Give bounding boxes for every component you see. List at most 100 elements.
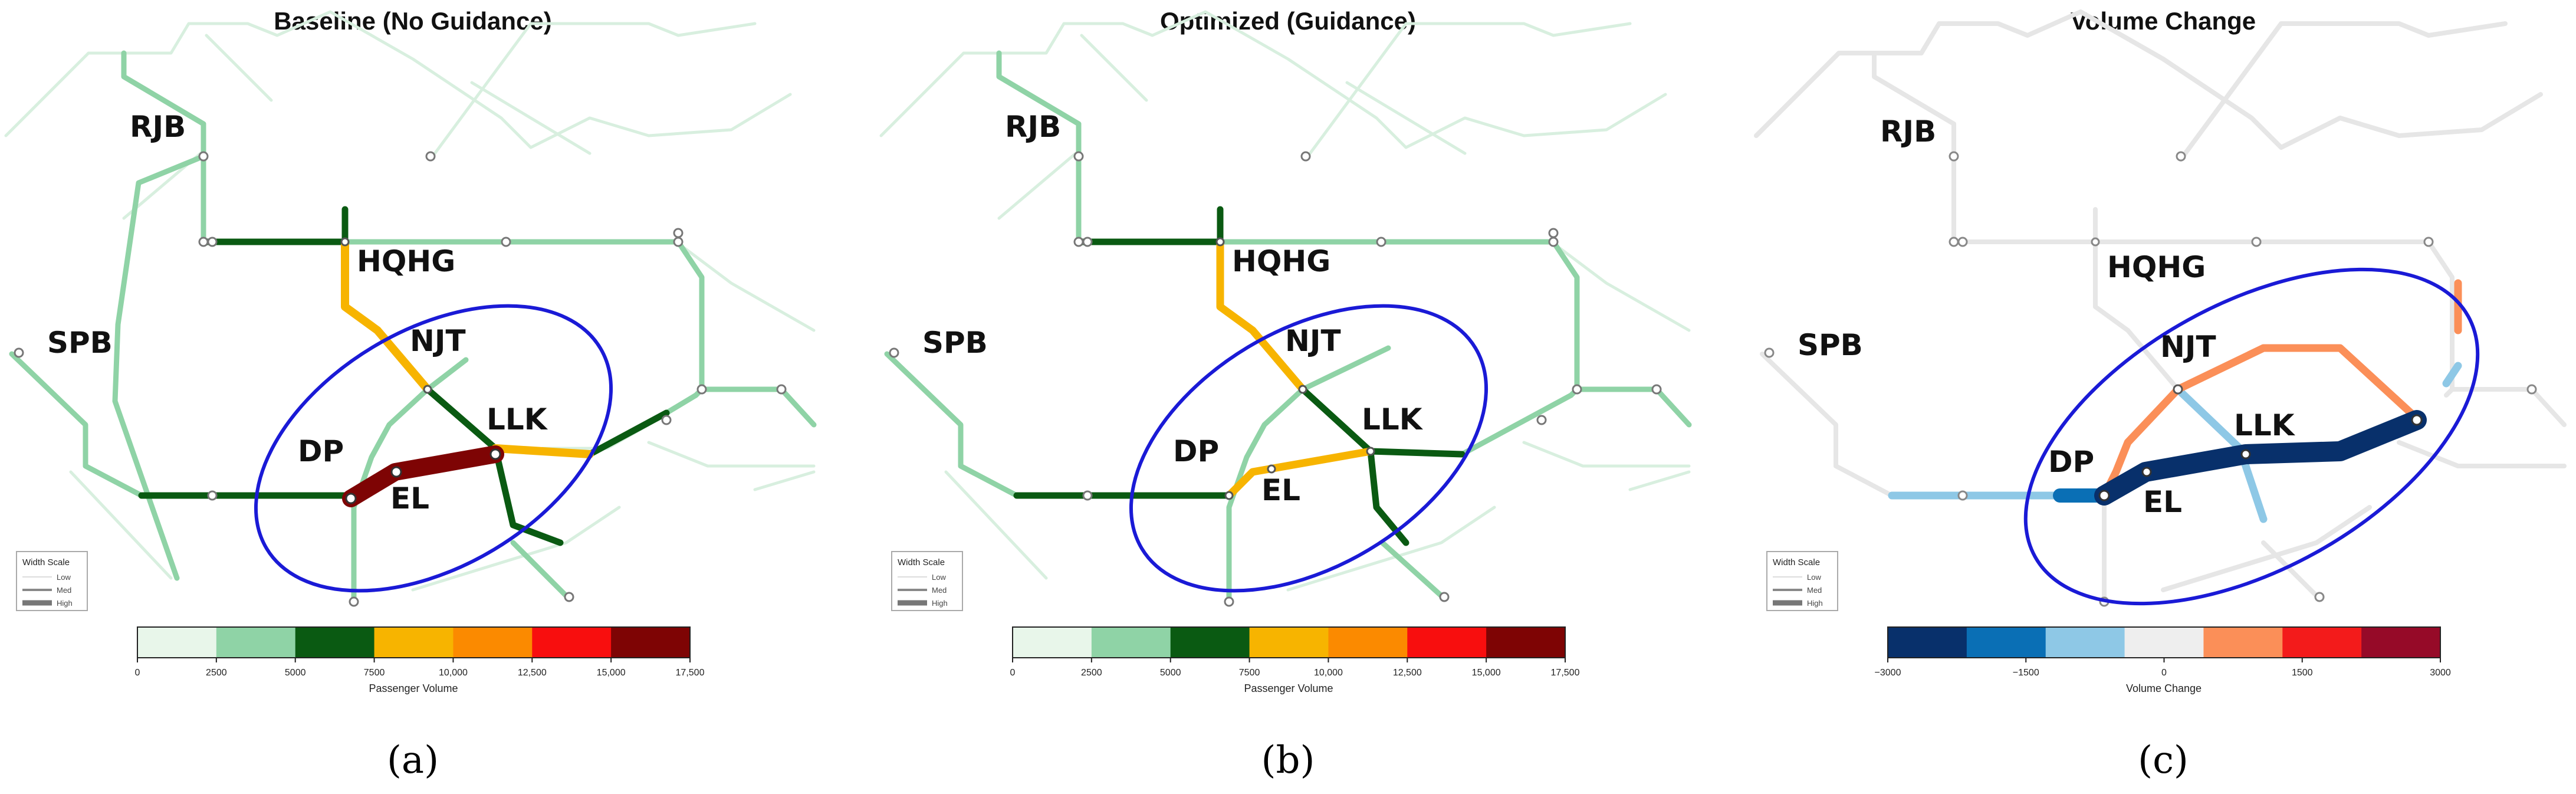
station-dots: [889, 151, 1662, 607]
colorbar-tick-label: 2500: [206, 668, 227, 678]
colorbar-label: Passenger Volume: [1244, 683, 1333, 694]
colorbar-tick-label: 17,500: [1551, 668, 1580, 678]
label-dp: DP: [298, 434, 344, 468]
colorbar-tick-label: 10,000: [439, 668, 468, 678]
colorbar-swatch: [1249, 627, 1329, 658]
label-llk: LLK: [1362, 402, 1424, 437]
background-lines: [4, 10, 816, 592]
colorbar-swatch: [1486, 627, 1566, 658]
colorbar-swatch: [1966, 627, 2046, 658]
colorbar-tick-label: 5000: [1160, 668, 1181, 678]
colorbar-swatch: [1888, 627, 1967, 658]
colorbar-swatch: [2045, 627, 2125, 658]
colorbar-swatch: [216, 627, 296, 658]
colorbar-swatch: [1013, 627, 1092, 658]
colorbar-tick-label: 5000: [285, 668, 306, 678]
panel-b-caption: (b): [1261, 739, 1315, 782]
colorbar-swatch: [2124, 627, 2204, 658]
colorbar-swatch: [137, 627, 217, 658]
colorbar-tick-label: 0: [135, 668, 140, 678]
colorbar-label: Volume Change: [2126, 683, 2202, 694]
colorbar-tick-label: 17,500: [676, 668, 705, 678]
colorbar-tick-label: −1500: [2013, 668, 2039, 678]
colorbar-tick-label: 0: [1010, 668, 1016, 678]
panel-a-width-legend: Width Scale Low Med High: [16, 551, 88, 611]
legend-title: Width Scale: [22, 557, 70, 567]
colorbar-swatch: [453, 627, 533, 658]
legend-low: Low: [1807, 573, 1821, 582]
colorbar-swatch: [532, 627, 612, 658]
high-volume-lines: [341, 238, 594, 458]
background-lines: [879, 10, 1691, 592]
label-spb: SPB: [1798, 328, 1863, 362]
panel-a-highlight-ellipse: [254, 304, 613, 593]
panel-b-highlight-ellipse: [1129, 304, 1489, 593]
label-njt: NJT: [2160, 330, 2216, 364]
label-njt: NJT: [410, 324, 466, 358]
colorbar-tick-label: 10,000: [1314, 668, 1343, 678]
colorbar-tick-label: 15,000: [1472, 668, 1501, 678]
label-rjb: RJB: [130, 110, 186, 144]
panel-b-station-labels: RJB HQHG SPB NJT LLK DP EL: [922, 110, 1424, 507]
colorbar-tick-label: 3000: [2430, 668, 2451, 678]
colorbar-swatch: [611, 627, 691, 658]
label-rjb: RJB: [1005, 110, 1061, 144]
colorbar-tick-label: 7500: [364, 668, 385, 678]
station-dots: [14, 151, 787, 607]
legend-med: Med: [932, 586, 947, 595]
panel-b-network: [879, 10, 1692, 607]
colorbar-tick-label: 1500: [2292, 668, 2313, 678]
colorbar-swatch: [1091, 627, 1171, 658]
high-volume-lines: [1216, 238, 1375, 500]
label-llk: LLK: [2234, 408, 2296, 442]
colorbar-swatch: [2282, 627, 2362, 658]
legend-title: Width Scale: [898, 557, 945, 567]
label-el: EL: [2143, 485, 2182, 519]
panel-c-title: Volume Change: [2071, 7, 2256, 35]
legend-high: High: [57, 599, 73, 608]
panel-b-title: Optimized (Guidance): [1160, 7, 1416, 35]
panel-a-station-labels: RJB HQHG SPB NJT LLK DP EL: [47, 110, 548, 516]
label-hqhg: HQHG: [2107, 250, 2206, 284]
panel-a-title: Baseline (No Guidance): [274, 7, 551, 35]
station-dots: [1764, 151, 2537, 607]
colorbar-tick-label: 12,500: [1393, 668, 1422, 678]
label-dp: DP: [2048, 445, 2094, 479]
colorbar-tick-label: −3000: [1875, 668, 1901, 678]
label-spb: SPB: [922, 326, 988, 360]
legend-title: Width Scale: [1773, 557, 1820, 567]
colorbar-swatch: [2203, 627, 2283, 658]
label-llk: LLK: [487, 402, 548, 437]
colorbar-swatch: [295, 627, 375, 658]
unchanged-lines: [1754, 9, 2567, 604]
colorbar-swatch: [1407, 627, 1487, 658]
legend-high: High: [932, 599, 948, 608]
panel-c-width-legend: Width Scale Low Med High: [1766, 551, 1838, 611]
label-hqhg: HQHG: [357, 244, 455, 278]
label-el: EL: [1261, 473, 1300, 507]
label-rjb: RJB: [1880, 114, 1936, 149]
panel-a-network: [4, 10, 817, 607]
panel-c-network: [1754, 9, 2567, 607]
colorbar-swatch: [374, 627, 454, 658]
legend-low: Low: [57, 573, 71, 582]
panel-b-width-legend: Width Scale Low Med High: [891, 551, 963, 611]
panel-b-optimized: Optimized (Guidance): [879, 7, 1692, 782]
panel-a-baseline: Baseline (No Guidance): [4, 7, 817, 782]
label-spb: SPB: [47, 326, 113, 360]
colorbar-tick-label: 2500: [1081, 668, 1102, 678]
panel-a-caption: (a): [387, 739, 439, 782]
legend-med: Med: [1807, 586, 1822, 595]
colorbar-tick-label: 7500: [1239, 668, 1260, 678]
colorbar-swatch: [1328, 627, 1408, 658]
colorbar-tick-label: 12,500: [518, 668, 547, 678]
label-el: EL: [390, 481, 429, 516]
legend-low: Low: [932, 573, 946, 582]
legend-med: Med: [57, 586, 71, 595]
panel-b-colorbar: Passenger Volume 0 2500 5000 7500 10,000 12,5…: [1010, 626, 1580, 694]
label-hqhg: HQHG: [1232, 244, 1330, 278]
label-dp: DP: [1173, 434, 1219, 468]
